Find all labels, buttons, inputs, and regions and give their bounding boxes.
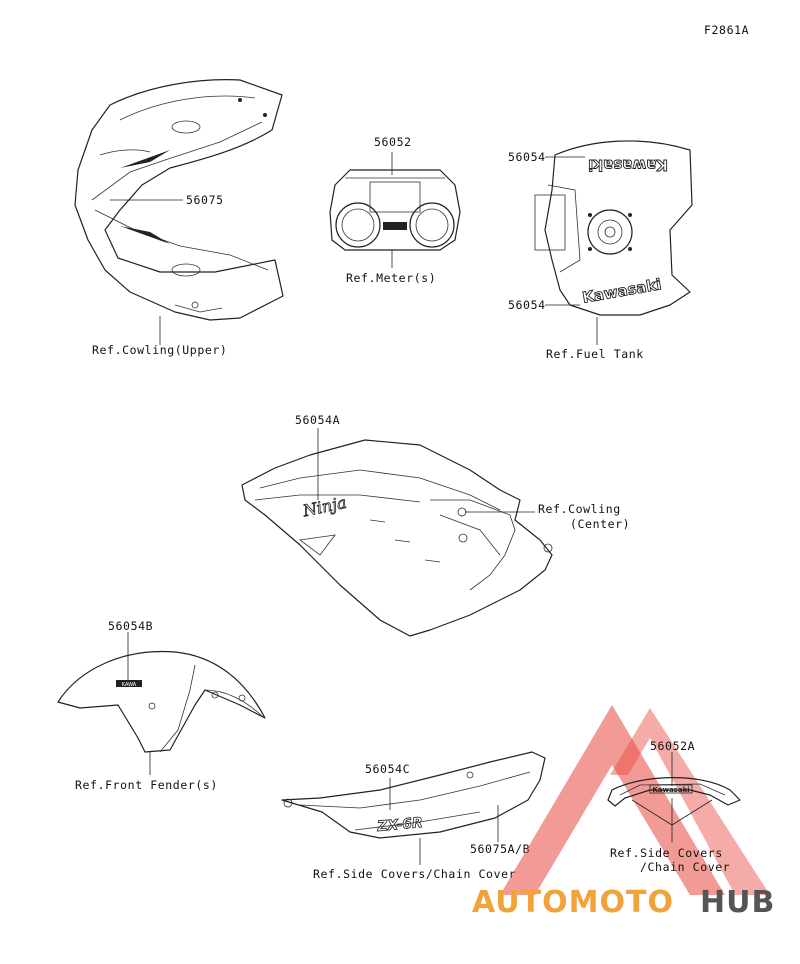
- label-56054C: 56054C: [365, 762, 410, 776]
- label-ref-cowling-center-2: (Center): [570, 517, 630, 531]
- fender-badge-decal: KAWA: [122, 682, 137, 688]
- watermark-text-1: AUTOMOTO: [472, 885, 674, 920]
- label-56075: 56075: [186, 193, 224, 207]
- label-ref-cowling-upper: Ref.Cowling(Upper): [92, 343, 227, 357]
- tail-decal: Kawasaki: [652, 786, 689, 794]
- label-ref-fuel-tank: Ref.Fuel Tank: [546, 347, 644, 361]
- label-56075AB: 56075A/B: [470, 842, 530, 856]
- label-56054-top: 56054: [508, 150, 546, 164]
- label-ref-cowling-center-1: Ref.Cowling: [538, 502, 621, 516]
- label-56052: 56052: [374, 135, 412, 149]
- label-ref-side-covers-2b: /Chain Cover: [640, 860, 730, 874]
- label-ref-side-covers-1: Ref.Side Covers/Chain Cover: [313, 867, 516, 881]
- label-56054-bottom: 56054: [508, 298, 546, 312]
- label-56054A: 56054A: [295, 413, 340, 427]
- meter-part: [329, 169, 461, 251]
- tank-decal-top: Kawasaki: [588, 156, 668, 174]
- cowl-logo-decal: Ninja: [300, 493, 348, 521]
- center-cowling-part: Ninja: [241, 439, 553, 637]
- diagram-code: F2861A: [704, 23, 749, 37]
- label-ref-front-fender: Ref.Front Fender(s): [75, 778, 218, 792]
- watermark-logo: AUTOMOTO HUB: [472, 705, 775, 920]
- side-cover-decal: ZX-6R: [376, 815, 424, 835]
- label-56054B: 56054B: [108, 619, 153, 633]
- side-cover-part: ZX-6R: [281, 751, 546, 839]
- fuel-tank-part: Kawasaki Kawasaki: [534, 140, 693, 316]
- label-56052A: 56052A: [650, 739, 695, 753]
- label-ref-meter: Ref.Meter(s): [346, 271, 436, 285]
- upper-cowling-part: [74, 79, 284, 321]
- tank-decal-bottom: Kawasaki: [581, 275, 663, 307]
- label-ref-side-covers-2a: Ref.Side Covers: [610, 846, 723, 860]
- watermark-text-2: HUB: [700, 885, 775, 920]
- front-fender-part: [57, 650, 266, 753]
- tail-cover-part: Kawasaki: [607, 777, 741, 807]
